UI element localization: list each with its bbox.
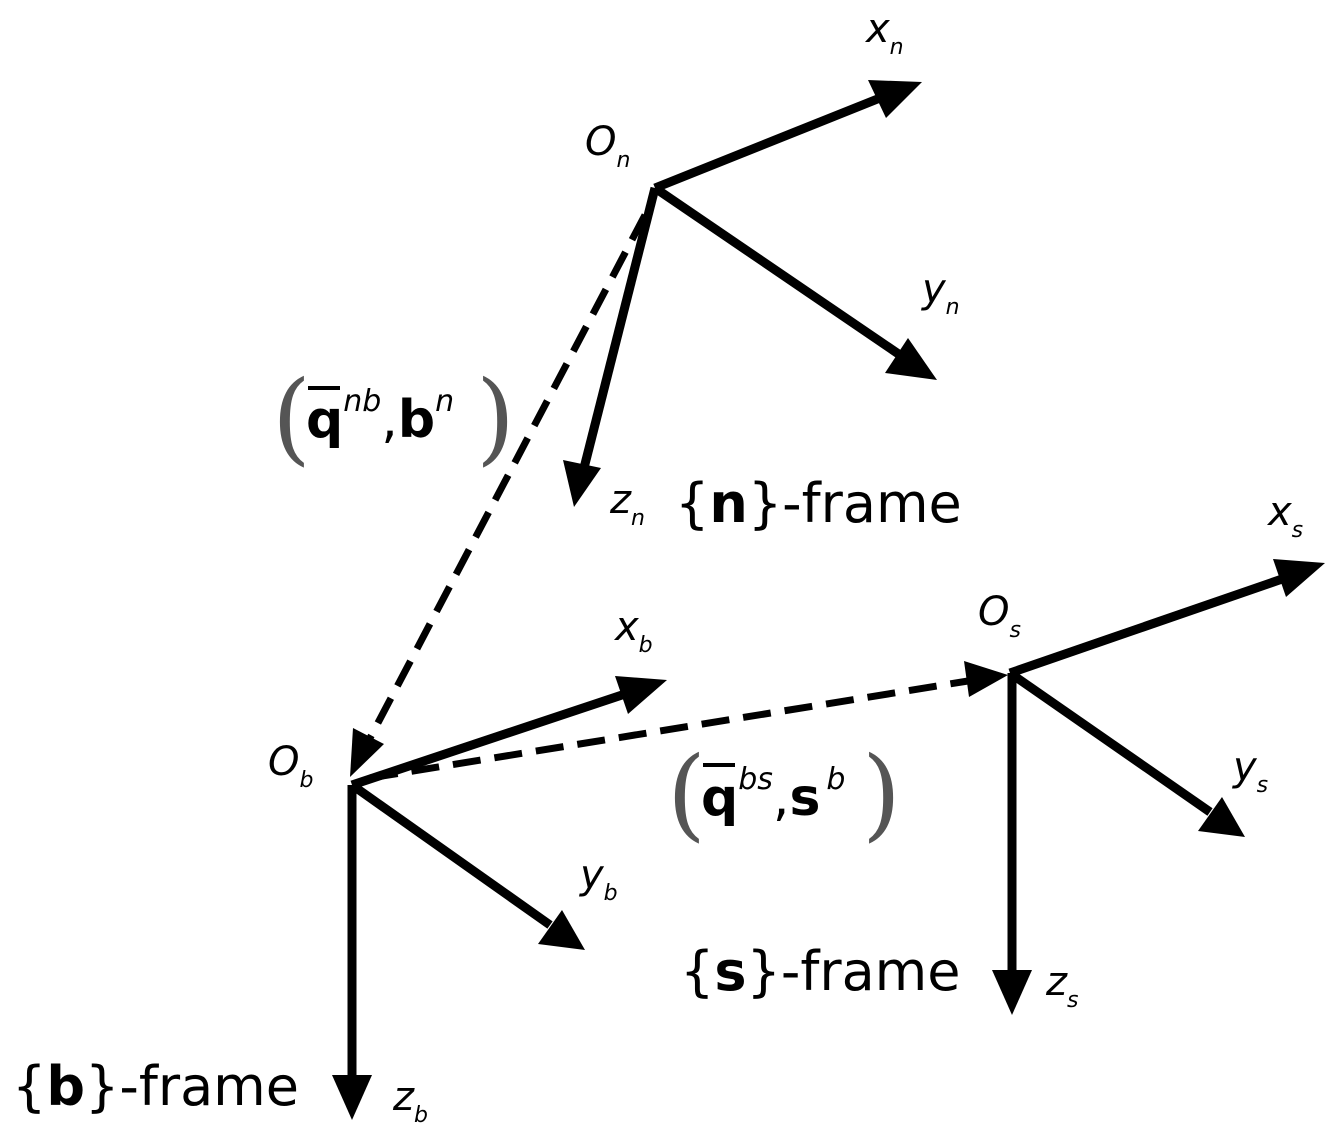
b-frame-name: {b}-frame [12,1055,299,1118]
s-frame-axes [992,559,1325,1015]
s-frame-x-arrowhead [1273,559,1325,597]
transform-bs-close-paren: ) [862,735,901,852]
b-frame-y-label: yb [579,852,618,906]
s-frame-y-label: ys [1232,744,1268,798]
transform-bs-arrowhead [964,661,1008,697]
s-frame-name: {s}-frame [680,940,961,1003]
n-frame-x-arrowhead [868,80,922,118]
b-frame-x-axis [350,689,627,790]
transform-bs-arrow [369,661,1008,782]
b-frame-y-arrowhead [538,910,585,950]
b-frame-z-label: zb [392,1074,428,1128]
b-frame-x-arrowhead [615,676,667,714]
n-frame-axes [563,80,937,507]
transform-nb-dashed-line [366,213,649,740]
b-frame-z-arrowhead [332,1075,372,1120]
n-frame-y-axis [652,184,903,359]
n-frame-x-axis [653,93,882,193]
b-frame-y-axis [349,781,553,929]
b-frame-x-label: xb [613,604,653,658]
b-frame-axes [332,676,667,1120]
s-frame-z-arrowhead [992,970,1032,1015]
transform-nb-open-paren: ( [272,359,311,476]
s-frame-x-label: xs [1266,489,1303,543]
transform-bs-open-paren: ( [667,735,706,852]
s-frame-y-axis [1007,669,1213,816]
transform-nb-label: ( qnb,bn ) [272,359,515,476]
s-frame-y-arrowhead [1198,797,1245,837]
origin-b-label: Ob [268,739,313,793]
n-frame-x-label: xn [864,6,904,60]
n-frame-y-arrowhead [885,338,937,380]
n-frame-name: {n}-frame [675,472,962,535]
n-frame-z-label: zn [609,477,645,531]
s-frame-x-axis [1008,573,1287,678]
transform-nb-expression: qnb,bn [306,384,454,450]
n-frame-z-arrowhead [563,460,601,507]
transform-nb-arrow [350,213,649,777]
transform-bs-dashed-line [369,677,969,782]
origin-n-label: On [585,119,630,173]
n-frame-y-label: yn [921,266,960,320]
origin-s-label: Os [978,589,1021,643]
n-frame-z-axis [579,186,660,470]
transform-nb-arrowhead [350,728,384,777]
transform-nb-close-paren: ) [476,359,515,476]
s-frame-z-label: zs [1045,959,1078,1013]
